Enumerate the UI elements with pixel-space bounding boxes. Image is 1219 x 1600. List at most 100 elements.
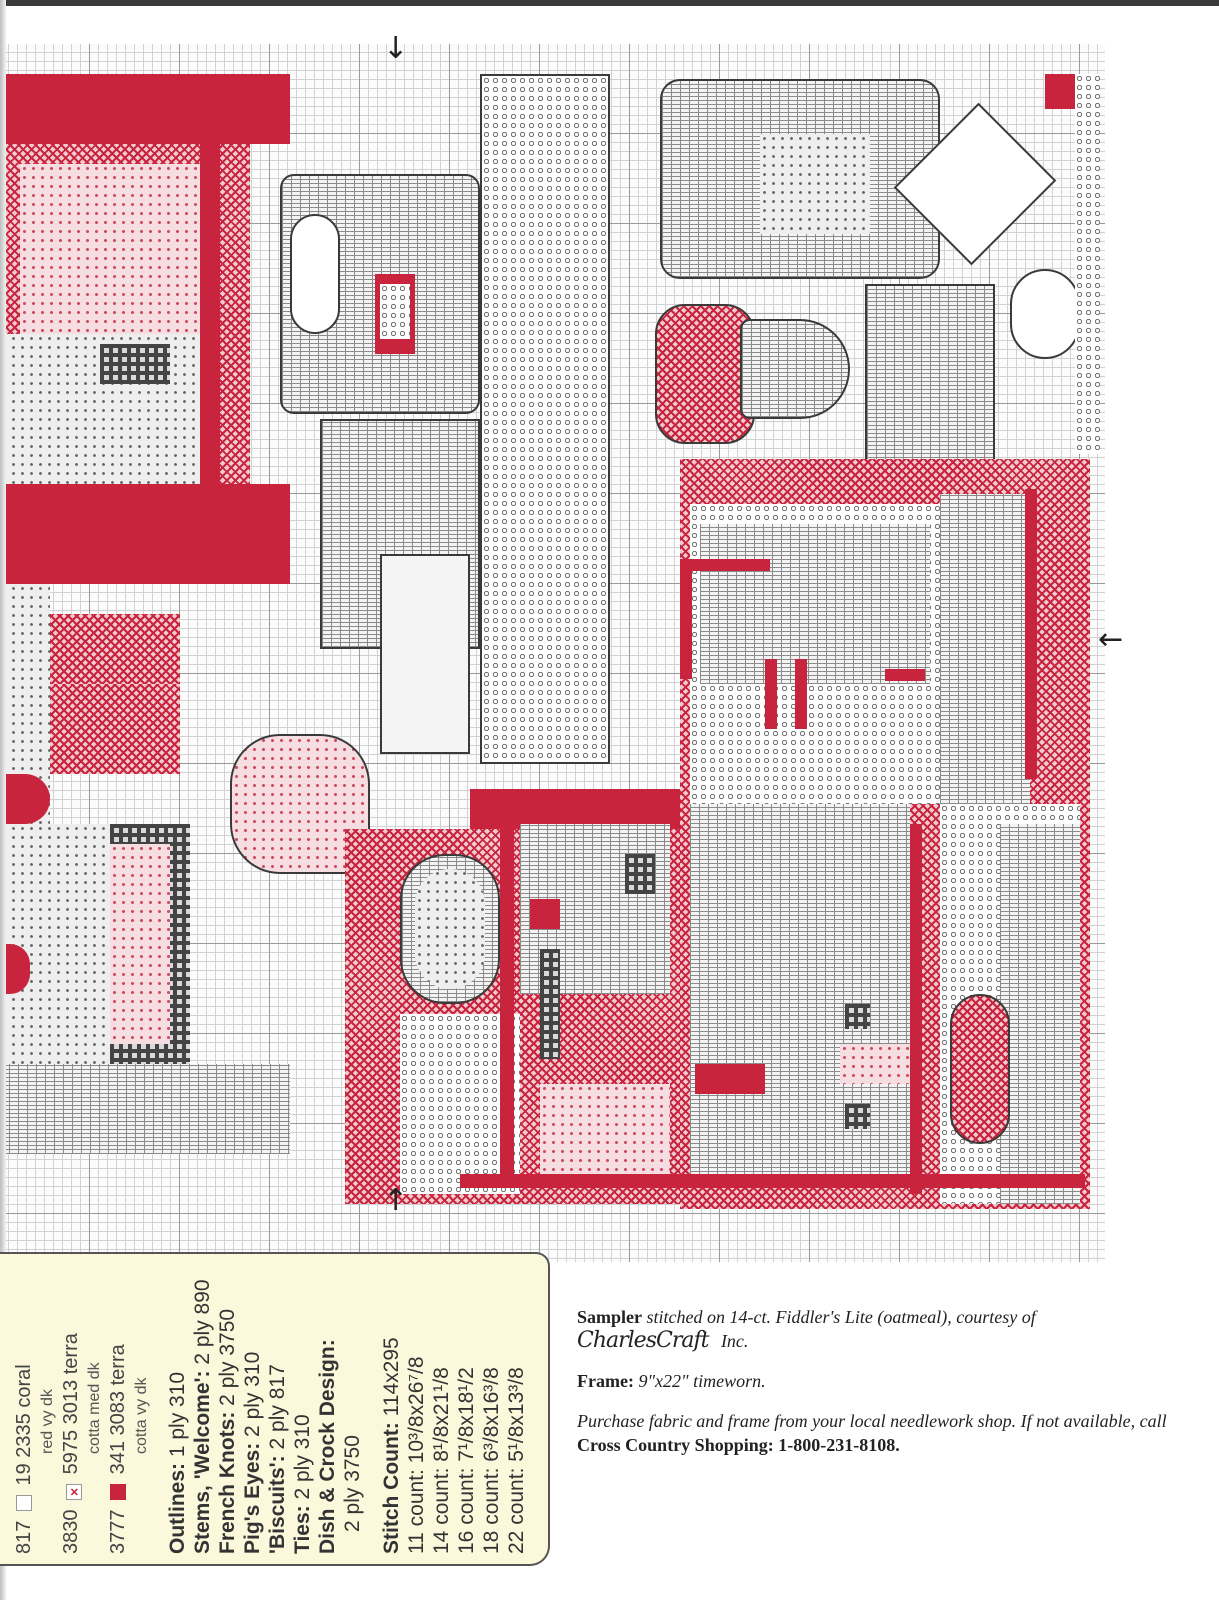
frame-credit: Frame: 9"x22" timeworn. bbox=[577, 1369, 1197, 1393]
instruction-line: French Knots: 2 ply 3750 bbox=[216, 1308, 239, 1554]
chart-block bbox=[415, 869, 485, 989]
chart-block bbox=[950, 994, 1010, 1144]
stitch-count: Stitch Count: 114x295 bbox=[380, 1337, 403, 1554]
chart-block bbox=[740, 319, 850, 419]
cross-stitch-chart bbox=[0, 44, 1105, 1262]
thread-number: 19 bbox=[13, 1463, 35, 1486]
chart-block bbox=[885, 669, 925, 681]
sampler-credit: Sampler stitched on 14-ct. Fiddler's Lit… bbox=[577, 1305, 1197, 1353]
thread-number: 2335 bbox=[13, 1413, 35, 1458]
chart-block bbox=[795, 659, 807, 729]
x-symbol-icon: × bbox=[66, 1483, 82, 1500]
purchase-info: Purchase fabric and frame from your loca… bbox=[577, 1409, 1197, 1457]
thread-name: terra bbox=[107, 1344, 129, 1386]
chart-block bbox=[655, 304, 755, 444]
company-suffix: Inc. bbox=[720, 1331, 749, 1351]
thread-number: 3830 bbox=[60, 1509, 82, 1555]
chart-block bbox=[695, 1064, 765, 1094]
size-line: 14 count: 8¹/8x21¹/8 bbox=[430, 1367, 453, 1554]
chart-block bbox=[50, 614, 180, 684]
chart-block bbox=[765, 659, 777, 729]
instruction-line: 2 ply 3750 bbox=[341, 1435, 364, 1532]
chart-block bbox=[470, 789, 680, 829]
chart-arrow-bottom: ↑ bbox=[383, 1183, 409, 1218]
instruction-line: Dish & Crock Design: bbox=[316, 1339, 339, 1554]
chart-block bbox=[500, 824, 514, 1184]
chart-block bbox=[480, 74, 610, 764]
frame-text: 9"x22" timeworn. bbox=[638, 1371, 766, 1391]
chart-block bbox=[1075, 74, 1100, 454]
chart-block bbox=[1010, 269, 1080, 359]
chart-arrow-top: ↓ bbox=[383, 31, 409, 66]
thread-name: coral bbox=[13, 1364, 35, 1408]
chart-block bbox=[680, 559, 770, 571]
thread-name-cont: cotta vy dk bbox=[133, 1377, 150, 1454]
instruction-line: 'Biscuits': 2 ply 817 bbox=[266, 1364, 289, 1554]
chart-block bbox=[200, 144, 220, 544]
purchase-text: Purchase fabric and frame from your loca… bbox=[577, 1411, 1167, 1431]
chart-block bbox=[290, 214, 340, 334]
chart-block bbox=[625, 854, 655, 894]
thread-number: 817 bbox=[13, 1520, 35, 1554]
empty-symbol-icon bbox=[16, 1495, 32, 1512]
charles-craft-logo: CharlesCraft bbox=[577, 1328, 709, 1353]
sampler-label: Sampler bbox=[577, 1307, 642, 1327]
thread-number: 3777 bbox=[107, 1509, 129, 1555]
thread-row: 3777 341 3083 terra bbox=[104, 1254, 133, 1554]
chart-block bbox=[530, 899, 560, 929]
page-spine bbox=[0, 0, 6, 1600]
chart-block bbox=[380, 284, 410, 339]
thread-row: 3830 × 5975 3013 terra bbox=[57, 1254, 86, 1554]
thread-row: 817 19 2335 coral bbox=[10, 1254, 39, 1554]
instruction-line: Outlines: 1 ply 310 bbox=[166, 1371, 189, 1554]
chart-block bbox=[700, 524, 930, 684]
chart-block bbox=[110, 844, 170, 1044]
thread-number: 3083 bbox=[107, 1390, 129, 1436]
thread-number: 5975 bbox=[60, 1429, 82, 1475]
thread-name: terra bbox=[60, 1333, 82, 1375]
sampler-text: stitched on 14-ct. Fiddler's Lite (oatme… bbox=[646, 1307, 1036, 1327]
instruction-line: Pig's Eyes: 2 ply 310 bbox=[241, 1351, 264, 1554]
chart-block bbox=[940, 494, 1030, 804]
chart-block bbox=[1025, 489, 1037, 779]
page-top-edge bbox=[0, 0, 1219, 6]
chart-block bbox=[460, 1174, 1085, 1188]
chart-block bbox=[690, 804, 910, 1184]
chart-block bbox=[1000, 824, 1080, 1204]
chart-block bbox=[0, 484, 290, 584]
chart-block bbox=[50, 684, 180, 774]
chart-block bbox=[1045, 74, 1080, 109]
instruction-line: Stems, 'Welcome': 2 ply 890 bbox=[191, 1279, 214, 1554]
chart-block bbox=[865, 284, 995, 464]
chart-arrow-right: ← bbox=[1098, 622, 1124, 657]
thread-name-cont: cotta med dk bbox=[86, 1362, 103, 1454]
chart-block bbox=[540, 1084, 670, 1184]
size-line: 22 count: 5¹/8x13³/8 bbox=[505, 1367, 528, 1554]
chart-block bbox=[845, 1104, 870, 1129]
size-line: 16 count: 7¹/8x18¹/2 bbox=[455, 1367, 478, 1554]
chart-block bbox=[0, 1064, 290, 1154]
instruction-line: Ties: 2 ply 310 bbox=[291, 1414, 314, 1554]
chart-block bbox=[910, 824, 922, 1194]
chart-block bbox=[680, 559, 692, 679]
thread-number: 3013 bbox=[60, 1379, 82, 1425]
chart-block bbox=[760, 134, 870, 234]
filled-square-icon bbox=[110, 1483, 126, 1500]
credits-block: Sampler stitched on 14-ct. Fiddler's Lit… bbox=[577, 1305, 1197, 1473]
size-line: 11 count: 10³/8x26⁷/8 bbox=[405, 1356, 428, 1554]
chart-block bbox=[845, 1004, 870, 1029]
frame-label: Frame: bbox=[577, 1371, 634, 1391]
thread-name-cont: red vy dk bbox=[39, 1389, 56, 1454]
thread-number: 341 bbox=[107, 1441, 129, 1475]
chart-block bbox=[100, 344, 170, 384]
size-line: 18 count: 6³/8x16³/8 bbox=[480, 1367, 503, 1554]
shop-name: Cross Country Shopping: 1-800-231-8108. bbox=[577, 1435, 900, 1455]
chart-block bbox=[840, 1044, 910, 1084]
chart-block bbox=[0, 74, 290, 144]
chart-block bbox=[380, 554, 470, 754]
color-key-rotated: 817 19 2335 coral red vy dk 3830 × 5975 … bbox=[10, 1254, 540, 1554]
chart-block bbox=[0, 774, 50, 824]
chart-block bbox=[540, 949, 560, 1059]
color-key-panel: 817 19 2335 coral red vy dk 3830 × 5975 … bbox=[0, 1252, 550, 1566]
chart-block bbox=[0, 824, 110, 1064]
